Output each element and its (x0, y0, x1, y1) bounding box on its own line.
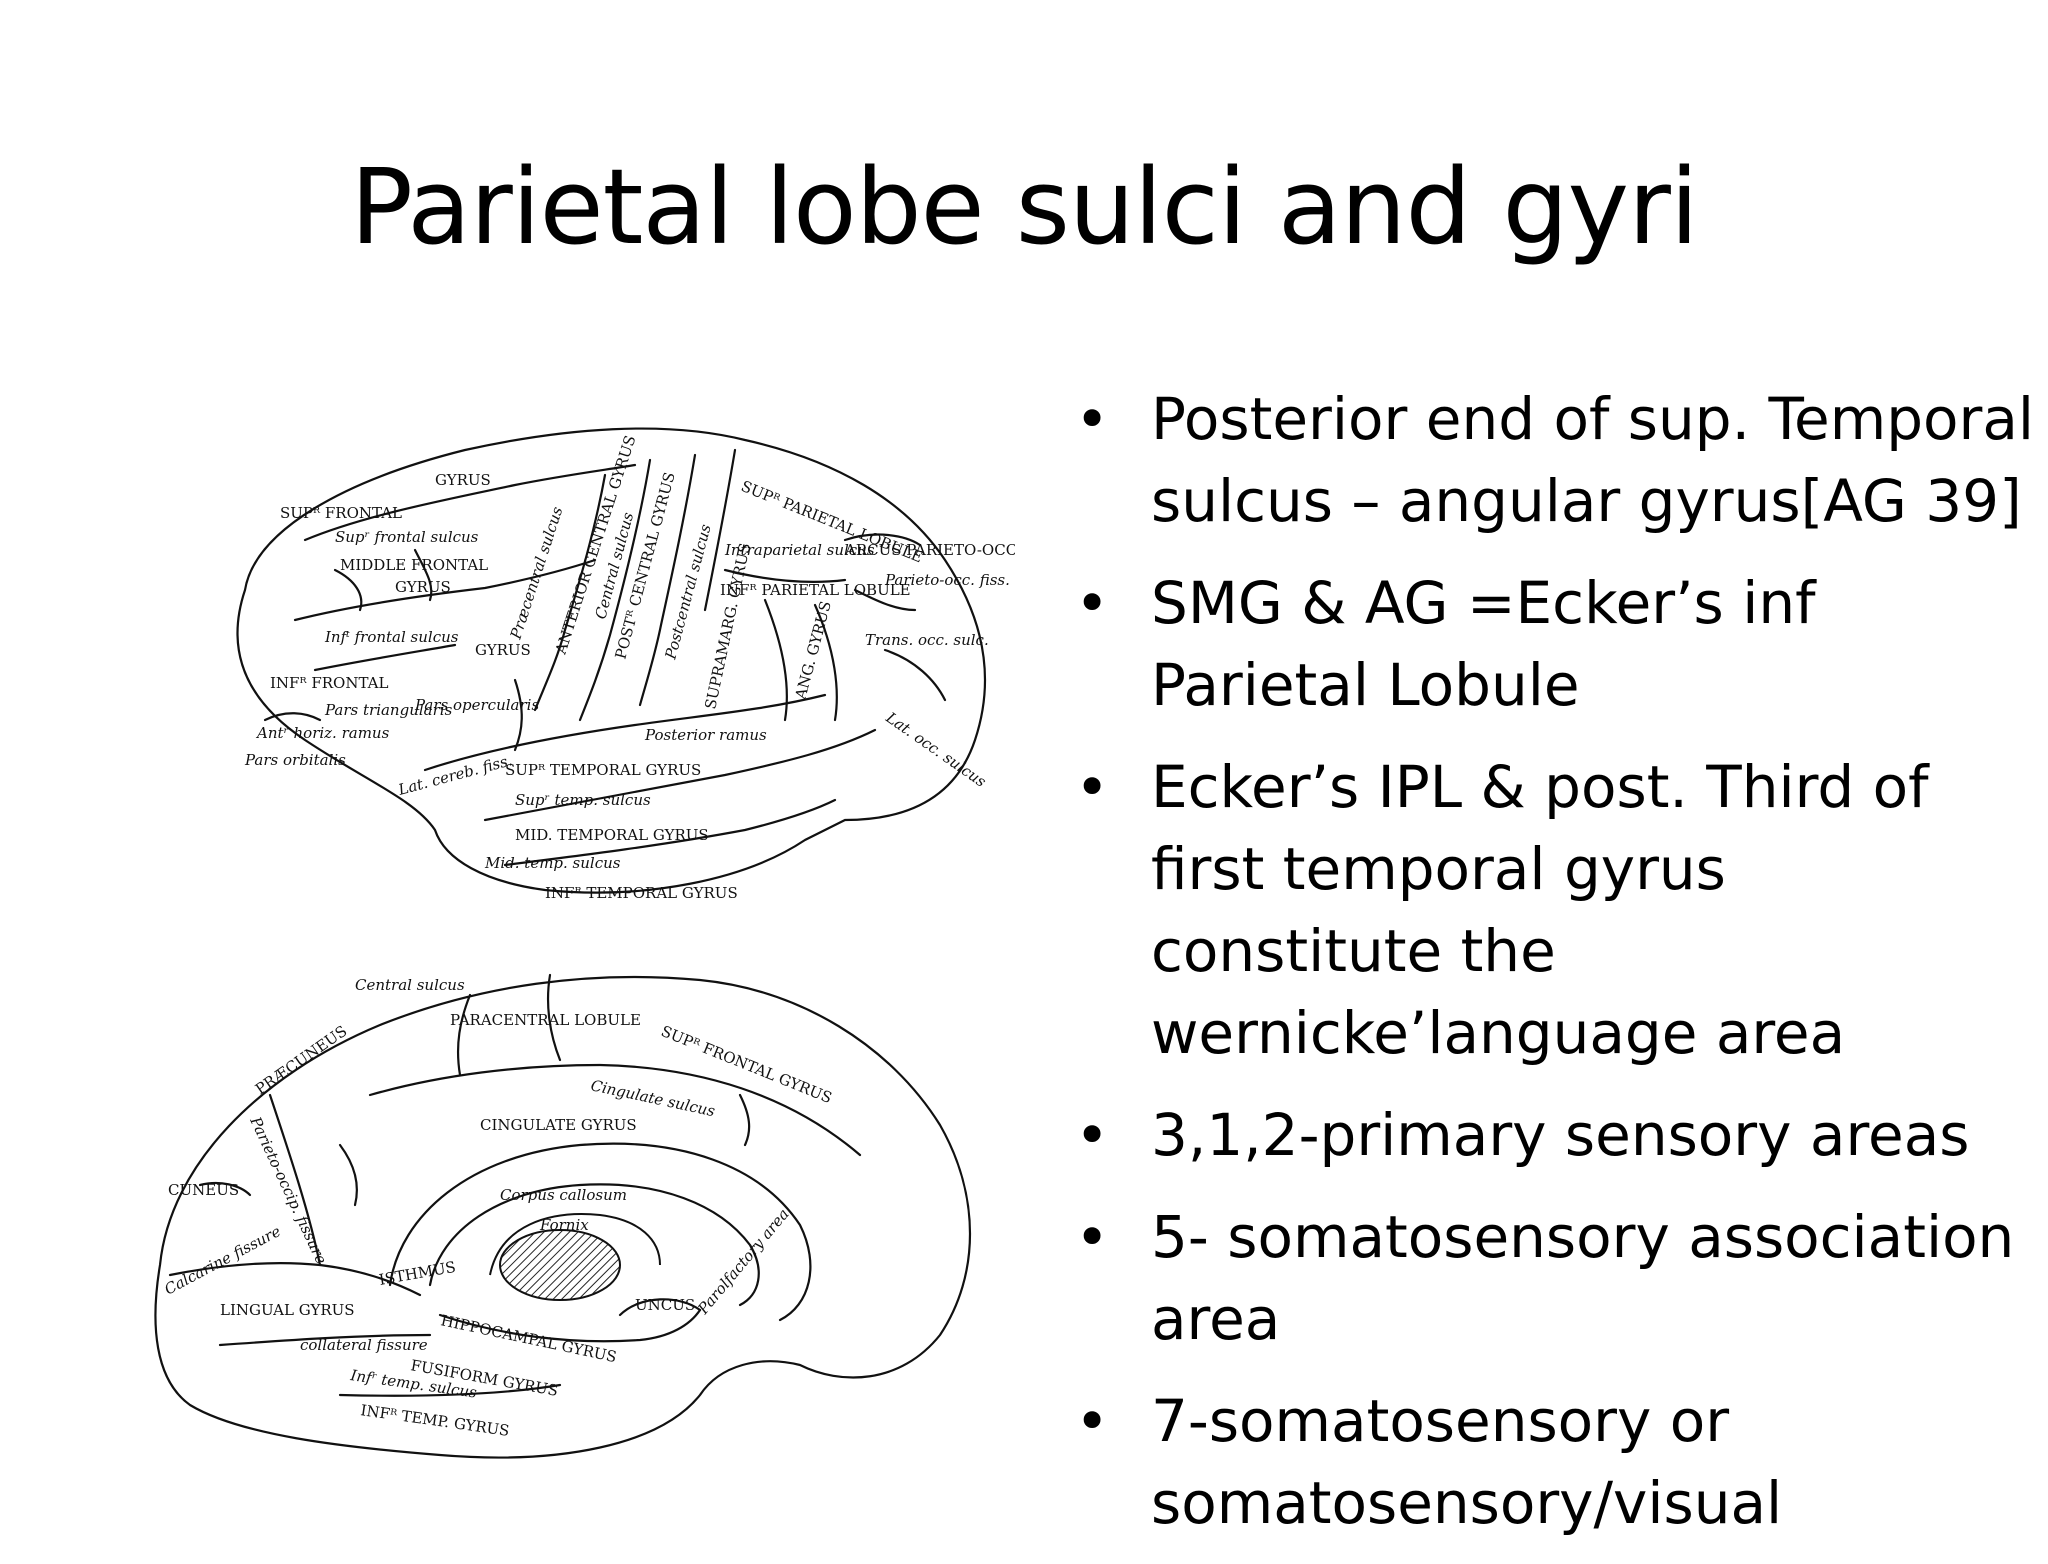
label-uncus: UNCUS (635, 1296, 695, 1314)
label-hippocampal-gyrus: HIPPOCAMPAL GYRUS (439, 1311, 618, 1366)
label-isthmus: ISTHMUS (378, 1258, 458, 1289)
label-pars-triangularis: Pars triangularis (324, 701, 453, 719)
bullet-text: Ecker’s IPL & post. Third of first tempo… (1151, 753, 1929, 1067)
medial-brain-diagram: Central sulcus PARACENTRAL LOBULE SUPᴿ F… (140, 965, 1000, 1475)
label-supr-temp-sulcus: Supʳ temp. sulcus (515, 791, 651, 809)
label-pars-opercularis: Pars opercularis (414, 696, 539, 714)
label-inf-temporal-gyrus: INFᴿ TEMPORAL GYRUS (545, 884, 738, 902)
bullet-item: • 5- somatosensory association area (1075, 1196, 2035, 1360)
label-mid-temporal-gyrus: MID. TEMPORAL GYRUS (515, 826, 709, 844)
label-praecuneus: PRÆCUNEUS (252, 1022, 350, 1098)
lateral-brain-diagram: SUPᴿ FRONTAL GYRUS Supʳ frontal sulcus M… (185, 420, 1015, 920)
label-intraparietal-sulcus: Intraparietal sulcus (724, 541, 875, 559)
label-ang-gyrus: ANG. GYRUS (791, 599, 835, 702)
label-parieto-occ-fiss: Parieto-occ. fiss. (884, 571, 1010, 589)
label-paracentral-lobule: PARACENTRAL LOBULE (450, 1011, 641, 1029)
label-lat-cereb-fiss: Lat. cereb. fiss. (395, 751, 514, 799)
label-mid-temp-sulcus: Mid. temp. sulcus (484, 854, 621, 872)
slide-title: Parietal lobe sulci and gyri (350, 146, 1699, 268)
bullet-text: 5- somatosensory association area (1151, 1203, 2015, 1353)
label-middle-frontal: MIDDLE FRONTAL (340, 556, 488, 574)
label-inf-parietal-lobule: INFᴿ PARIETAL LOBULE (720, 581, 911, 599)
label-postcentral-sulcus: Postcentral sulcus (661, 522, 715, 662)
label-cuneus: CUNEUS (168, 1181, 239, 1199)
bullet-item: • SMG & AG =Ecker’s inf Parietal Lobule (1075, 562, 2035, 726)
bullet-text: 7-somatosensory or somatosensory/visual (1151, 1387, 1783, 1537)
label-supr-frontal-sulcus: Supʳ frontal sulcus (335, 528, 479, 546)
label-medial-central-sulcus: Central sulcus (355, 976, 465, 994)
label-trans-occ-sulc: Trans. occ. sulc. (865, 631, 989, 649)
bullet-item: • Posterior end of sup. Temporal sulcus –… (1075, 378, 2035, 542)
label-calcarine-fissure: Calcarine fissure (161, 1222, 283, 1298)
bullet-text: Posterior end of sup. Temporal sulcus – … (1151, 385, 2035, 535)
label-pars-orbitalis: Pars orbitalis (244, 751, 346, 769)
label-supramarg-gyrus: SUPRAMARG. GYRUS (701, 541, 754, 710)
bullet-text: SMG & AG =Ecker’s inf Parietal Lobule (1151, 569, 1816, 719)
bullet-item: • Ecker’s IPL & post. Third of first temp… (1075, 746, 2035, 1074)
bullet-item: • 3,1,2-primary sensory areas (1075, 1094, 2035, 1176)
bullet-text: 3,1,2-primary sensory areas (1151, 1101, 1970, 1169)
label-sup-frontal: SUPᴿ FRONTAL (280, 504, 402, 522)
label-gyrus-top: GYRUS (435, 471, 491, 489)
label-sup-temporal-gyrus: SUPᴿ TEMPORAL GYRUS (505, 761, 701, 779)
bullet-marker: • (1075, 1101, 1110, 1169)
label-lingual-gyrus: LINGUAL GYRUS (220, 1301, 355, 1319)
bullet-list: • Posterior end of sup. Temporal sulcus –… (1075, 378, 2035, 1564)
label-cingulate-gyrus: CINGULATE GYRUS (480, 1116, 637, 1134)
label-posterior-ramus: Posterior ramus (644, 726, 767, 744)
label-gyrus-inf: GYRUS (475, 641, 531, 659)
label-corpus-callosum: Corpus callosum (500, 1186, 627, 1204)
label-sup-frontal-gyrus: SUPᴿ FRONTAL GYRUS (659, 1022, 835, 1107)
label-inf-frontal: INFᴿ FRONTAL (270, 674, 388, 692)
label-collateral-fissure: collateral fissure (300, 1336, 428, 1354)
label-inf-temp-gyrus: INFᴿ TEMP. GYRUS (359, 1401, 510, 1440)
bullet-marker: • (1075, 569, 1110, 637)
label-gyrus-mid: GYRUS (395, 578, 451, 596)
label-arcus-parieto-occ: ARCUS PARIETO-OCC. (844, 541, 1015, 559)
bullet-marker: • (1075, 753, 1110, 821)
label-cingulate-sulcus: Cingulate sulcus (589, 1076, 717, 1120)
label-lat-occ-sulcus: Lat. occ. sulcus (882, 708, 990, 791)
label-fornix: Fornix (539, 1216, 589, 1234)
bullet-marker: • (1075, 385, 1110, 453)
label-precentral-sulcus: Præcentral sulcus (506, 504, 566, 642)
bullet-item: • 7-somatosensory or somatosensory/visual (1075, 1380, 2035, 1544)
label-inf-frontal-sulcus: Infᵗ frontal sulcus (324, 628, 459, 646)
label-parolfactory-area: Parolfactory area (694, 1205, 793, 1318)
label-ant-horiz-ramus: Antʳ horiz. ramus (255, 724, 390, 742)
bullet-marker: • (1075, 1203, 1110, 1271)
bullet-marker: • (1075, 1387, 1110, 1455)
